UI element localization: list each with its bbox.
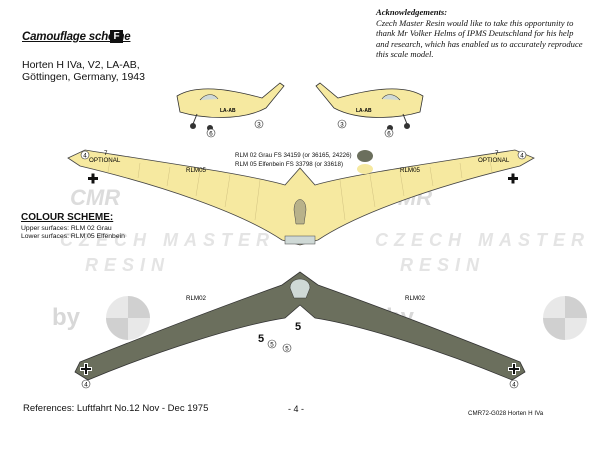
acknowledgements-text: Czech Master Resin would like to take th… xyxy=(376,17,583,60)
numeral-5-marker: 5 xyxy=(258,333,264,345)
legend-chips xyxy=(357,150,373,174)
reg-code-left: LA-AB xyxy=(220,108,236,114)
balkenkreuz-lower-right-icon xyxy=(508,363,520,375)
page-number: - 4 - xyxy=(288,404,305,414)
wing-planform-upper xyxy=(67,149,535,246)
callout-5-center: 5 xyxy=(282,343,292,353)
callout-6-left: 6 xyxy=(206,128,216,137)
watermark-logo-left: CMR xyxy=(70,185,120,210)
watermark-sub-left: RESIN xyxy=(85,255,170,275)
balkenkreuz-left-icon xyxy=(88,173,98,184)
references: References: Luftfahrt No.12 Nov - Dec 19… xyxy=(23,403,209,414)
svg-text:6: 6 xyxy=(387,130,391,137)
numeral-7-right: 7 xyxy=(495,150,499,157)
colour-row-upper: Upper surfaces: RLM 02 Grau xyxy=(21,225,112,232)
product-code: CMR72-G028 Horten H IVa xyxy=(468,410,544,417)
side-view-right: LA-AB xyxy=(315,82,424,131)
label-rlm02-right: RLM02 xyxy=(405,295,426,302)
svg-text:6: 6 xyxy=(209,130,213,137)
callout-3-left: 3 xyxy=(254,119,264,128)
colour-row-lower: Lower surfaces: RLM 05 Elfenbein xyxy=(21,233,125,240)
swatch-rlm02 xyxy=(357,150,373,162)
watermark-by-left: by xyxy=(52,304,81,331)
legend-rlm05: RLM 05 Elfenbein FS 33798 (or 33618) xyxy=(235,161,344,168)
callout-3-right: 3 xyxy=(337,119,347,128)
sheet-letter-badge: F xyxy=(110,30,123,43)
engine-vents xyxy=(284,235,316,245)
swatch-rlm05 xyxy=(357,164,373,174)
watermark-sub-right: RESIN xyxy=(400,255,485,275)
callout-6-right: 6 xyxy=(384,128,394,137)
callout-5-lower: 5 xyxy=(267,339,277,349)
svg-text:4: 4 xyxy=(84,381,88,388)
wing-rib-lines xyxy=(107,159,493,221)
svg-text:4: 4 xyxy=(83,152,87,159)
roundel-right-icon xyxy=(543,296,587,340)
svg-text:3: 3 xyxy=(257,121,261,128)
legend-rlm02: RLM 02 Grau FS 34159 (or 36165, 24226) xyxy=(235,152,352,159)
canopy-bottom xyxy=(289,278,311,299)
watermark-name-right: CZECH MASTER xyxy=(375,230,590,250)
canopy-top xyxy=(293,199,307,225)
callout-4-lower-right: 4 xyxy=(509,379,519,389)
balkenkreuz-right-icon xyxy=(508,173,518,184)
page-title: Camouflage scheme xyxy=(22,31,131,43)
svg-text:3: 3 xyxy=(340,121,344,128)
roundel-left-icon xyxy=(106,296,150,340)
reg-code-right: LA-AB xyxy=(356,108,372,114)
optional-label-left: OPTIONAL xyxy=(89,157,121,164)
svg-text:4: 4 xyxy=(520,152,524,159)
optional-label-right: OPTIONAL xyxy=(478,157,510,164)
acknowledgements-heading: Acknowledgements: xyxy=(376,7,448,17)
subject-line-2: Göttingen, Germany, 1943 xyxy=(22,71,145,83)
callout-4-upper-left: 4 xyxy=(80,150,90,159)
label-rlm05-left: RLM05 xyxy=(186,167,207,174)
numeral-5-on-wing: 5 xyxy=(295,321,301,333)
label-rlm02-left: RLM02 xyxy=(186,295,207,302)
callout-4-upper-right: 4 xyxy=(517,150,527,159)
colour-scheme-title: COLOUR SCHEME: xyxy=(21,212,114,223)
svg-text:5: 5 xyxy=(270,341,274,348)
balkenkreuz-lower-left-icon xyxy=(80,363,92,375)
svg-text:4: 4 xyxy=(512,381,516,388)
subject-line-1: Horten H IVa, V2, LA-AB, xyxy=(22,59,140,71)
numeral-7-left: 7 xyxy=(104,150,108,157)
label-rlm05-right: RLM05 xyxy=(400,167,421,174)
svg-text:5: 5 xyxy=(285,345,289,352)
acknowledgements: Acknowledgements: Czech Master Resin wou… xyxy=(376,7,586,60)
watermark-name-left: CZECH MASTER xyxy=(60,230,275,250)
callout-4-lower-left: 4 xyxy=(81,379,91,389)
